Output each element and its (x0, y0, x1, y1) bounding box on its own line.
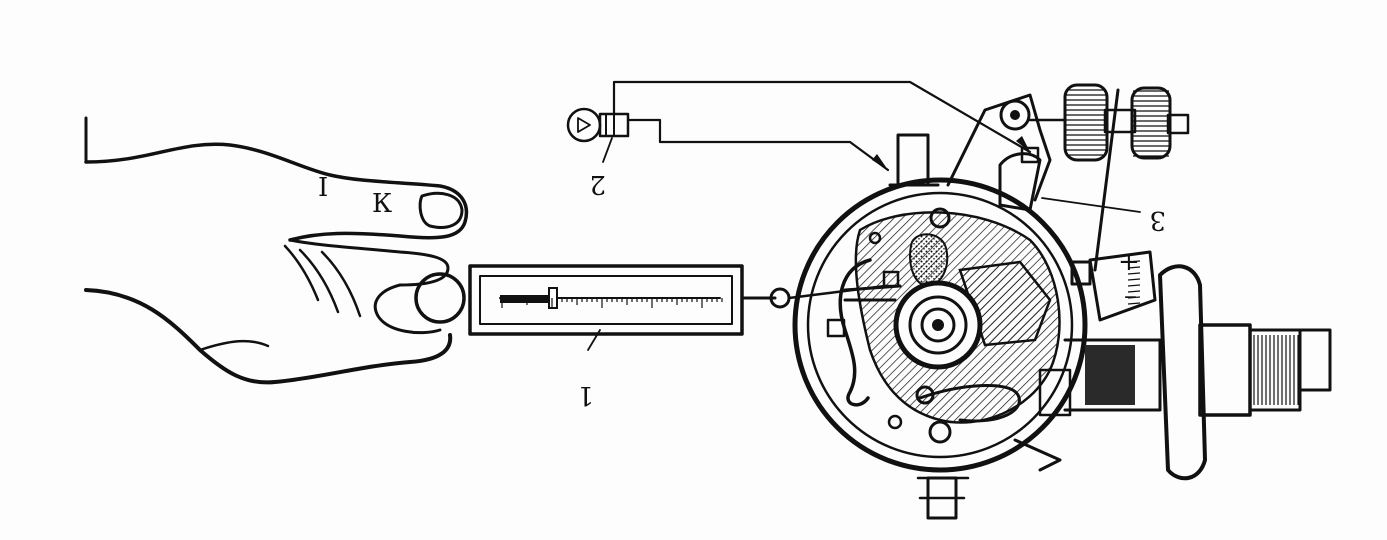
breaker-contact (998, 152, 1042, 212)
bracket-pivot-center (1010, 110, 1020, 120)
screw-lower-left (915, 385, 935, 405)
test-lamp (566, 107, 630, 143)
callout-2: 2 (589, 169, 606, 199)
dynamometer-ring (414, 272, 466, 324)
knuckle-line (198, 339, 270, 352)
scale-minus: – (1124, 281, 1137, 311)
top-clip (896, 133, 930, 187)
shaft-center (932, 319, 944, 331)
dynamometer-body (468, 264, 744, 336)
dynamometer-indicator (500, 295, 552, 303)
hand (84, 116, 469, 385)
lower-wire-arrow (872, 154, 888, 170)
vacuum-thread-lines (1253, 335, 1299, 405)
callout-3: 3 (1149, 205, 1166, 235)
hand-outline-top (84, 142, 469, 242)
octane-tick (1127, 296, 1141, 299)
knob-left-disc (1063, 83, 1109, 162)
distributor-lower-boss (1038, 368, 1072, 417)
right-terminal (1070, 260, 1092, 286)
octane-tick (1127, 290, 1141, 293)
vacuum-diaphragm-housing (1158, 264, 1207, 481)
distributor (792, 83, 1190, 520)
octane-scale-plate (1088, 250, 1157, 322)
lower-spring (918, 383, 1021, 423)
vacuum-nozzle (1298, 328, 1332, 392)
felt-lubricator (909, 233, 949, 288)
screw-top (929, 207, 951, 229)
terminal-nut-left (826, 318, 846, 338)
breaker-terminal (1020, 146, 1040, 164)
index-finger (288, 238, 450, 287)
screw-bottom-left (887, 414, 903, 430)
terminal-nut-center (882, 270, 900, 288)
distributor-housing (792, 177, 1088, 473)
lamp-wire-upper (612, 80, 1032, 154)
hand-mark-i: І (318, 173, 328, 203)
leader-1 (587, 329, 601, 351)
cam-inner-ring (908, 295, 968, 355)
dynamometer-slider (548, 287, 558, 309)
knob-shaft-end (1166, 113, 1190, 135)
fingernail (418, 191, 464, 229)
shaft (920, 307, 956, 343)
lamp-wire-lower (626, 118, 890, 172)
thumb (373, 283, 442, 335)
hand-outline-bottom (84, 288, 453, 385)
octane-tick (1127, 272, 1141, 275)
lamp-filament (577, 117, 591, 133)
bottom-clip-detail (916, 476, 970, 500)
vacuum-advance-unit: + – (1013, 247, 1332, 481)
lamp-bulb (566, 107, 602, 143)
link-shadow (1085, 345, 1135, 405)
leader-3 (1041, 197, 1141, 213)
scale-plus: + (1118, 247, 1140, 277)
knob-knurling (1066, 89, 1169, 157)
octane-scale-ticks (1127, 260, 1141, 305)
lower-lug (1013, 438, 1062, 472)
lamp-socket-ribs (605, 113, 615, 137)
adjusting-rod (1093, 88, 1120, 272)
knob-right-disc (1130, 86, 1172, 160)
leader-2 (602, 137, 613, 163)
advance-link-housing (1063, 338, 1162, 412)
upper-bracket (946, 93, 1052, 202)
octane-tick (1127, 302, 1141, 305)
callout-1: 1 (577, 380, 594, 410)
octane-tick (1127, 260, 1141, 263)
octane-tick (1127, 284, 1141, 287)
octane-tick (1127, 278, 1141, 281)
contact-spring-left (838, 258, 872, 407)
octane-tick (1127, 266, 1141, 269)
dynamometer-window (479, 275, 733, 325)
adjusting-knob (1028, 83, 1190, 162)
dynamometer (414, 264, 887, 336)
screw-upper-left (868, 231, 882, 245)
vacuum-body (1198, 323, 1252, 417)
finger-crease-lines (283, 244, 362, 318)
housing-inner-rim (806, 191, 1074, 459)
hand-mark-k: К (372, 189, 392, 219)
screw-bottom (928, 420, 952, 444)
bracket-pivot (999, 99, 1031, 131)
dynamometer-ticks (501, 298, 723, 308)
